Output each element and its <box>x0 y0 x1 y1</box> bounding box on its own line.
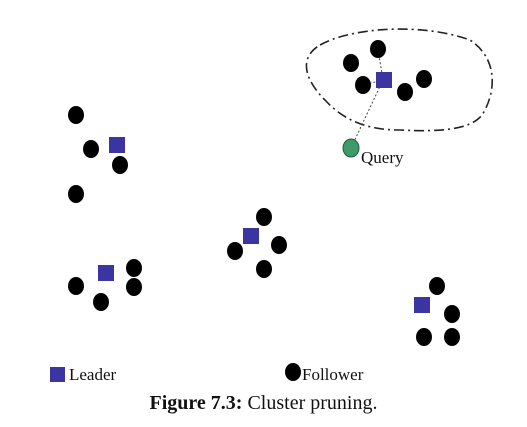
follower-point <box>355 76 371 94</box>
cluster-top-right <box>343 40 432 101</box>
legend-follower-marker <box>285 363 301 381</box>
cluster-left-lower <box>68 259 142 311</box>
legend-leader-label: Leader <box>69 365 117 384</box>
follower-point <box>256 260 272 278</box>
follower-point <box>83 140 99 158</box>
follower-point <box>444 328 460 346</box>
follower-point <box>227 242 243 260</box>
legend: Leader Follower <box>50 363 364 384</box>
follower-point <box>256 208 272 226</box>
query-point <box>342 138 360 158</box>
leader-square <box>98 265 114 281</box>
query-label: Query <box>361 148 404 167</box>
cluster-right-lower <box>414 277 460 346</box>
figure-caption: Figure 7.3: Cluster pruning. <box>0 392 527 415</box>
cluster-boundary <box>305 28 493 132</box>
follower-point <box>93 293 109 311</box>
leader-square <box>109 137 125 153</box>
leader-square <box>414 297 430 313</box>
follower-point <box>444 305 460 323</box>
cluster-center <box>227 208 287 278</box>
leader-square <box>376 72 392 88</box>
legend-leader-marker <box>50 367 65 382</box>
follower-point <box>68 277 84 295</box>
follower-point <box>112 156 128 174</box>
follower-point <box>416 70 432 88</box>
leader-square <box>243 228 259 244</box>
follower-point <box>370 40 386 58</box>
cluster-left-upper <box>68 106 128 203</box>
follower-point <box>416 328 432 346</box>
follower-point <box>271 236 287 254</box>
follower-point <box>429 277 445 295</box>
caption-text: Cluster pruning. <box>247 392 378 414</box>
follower-point <box>343 54 359 72</box>
leader-query-link <box>350 79 384 149</box>
follower-point <box>126 259 142 277</box>
follower-point <box>68 185 84 203</box>
follower-point <box>397 83 413 101</box>
caption-label: Figure 7.3: <box>149 392 243 414</box>
follower-point <box>68 106 84 124</box>
follower-point <box>126 278 142 296</box>
legend-follower-label: Follower <box>302 365 364 384</box>
